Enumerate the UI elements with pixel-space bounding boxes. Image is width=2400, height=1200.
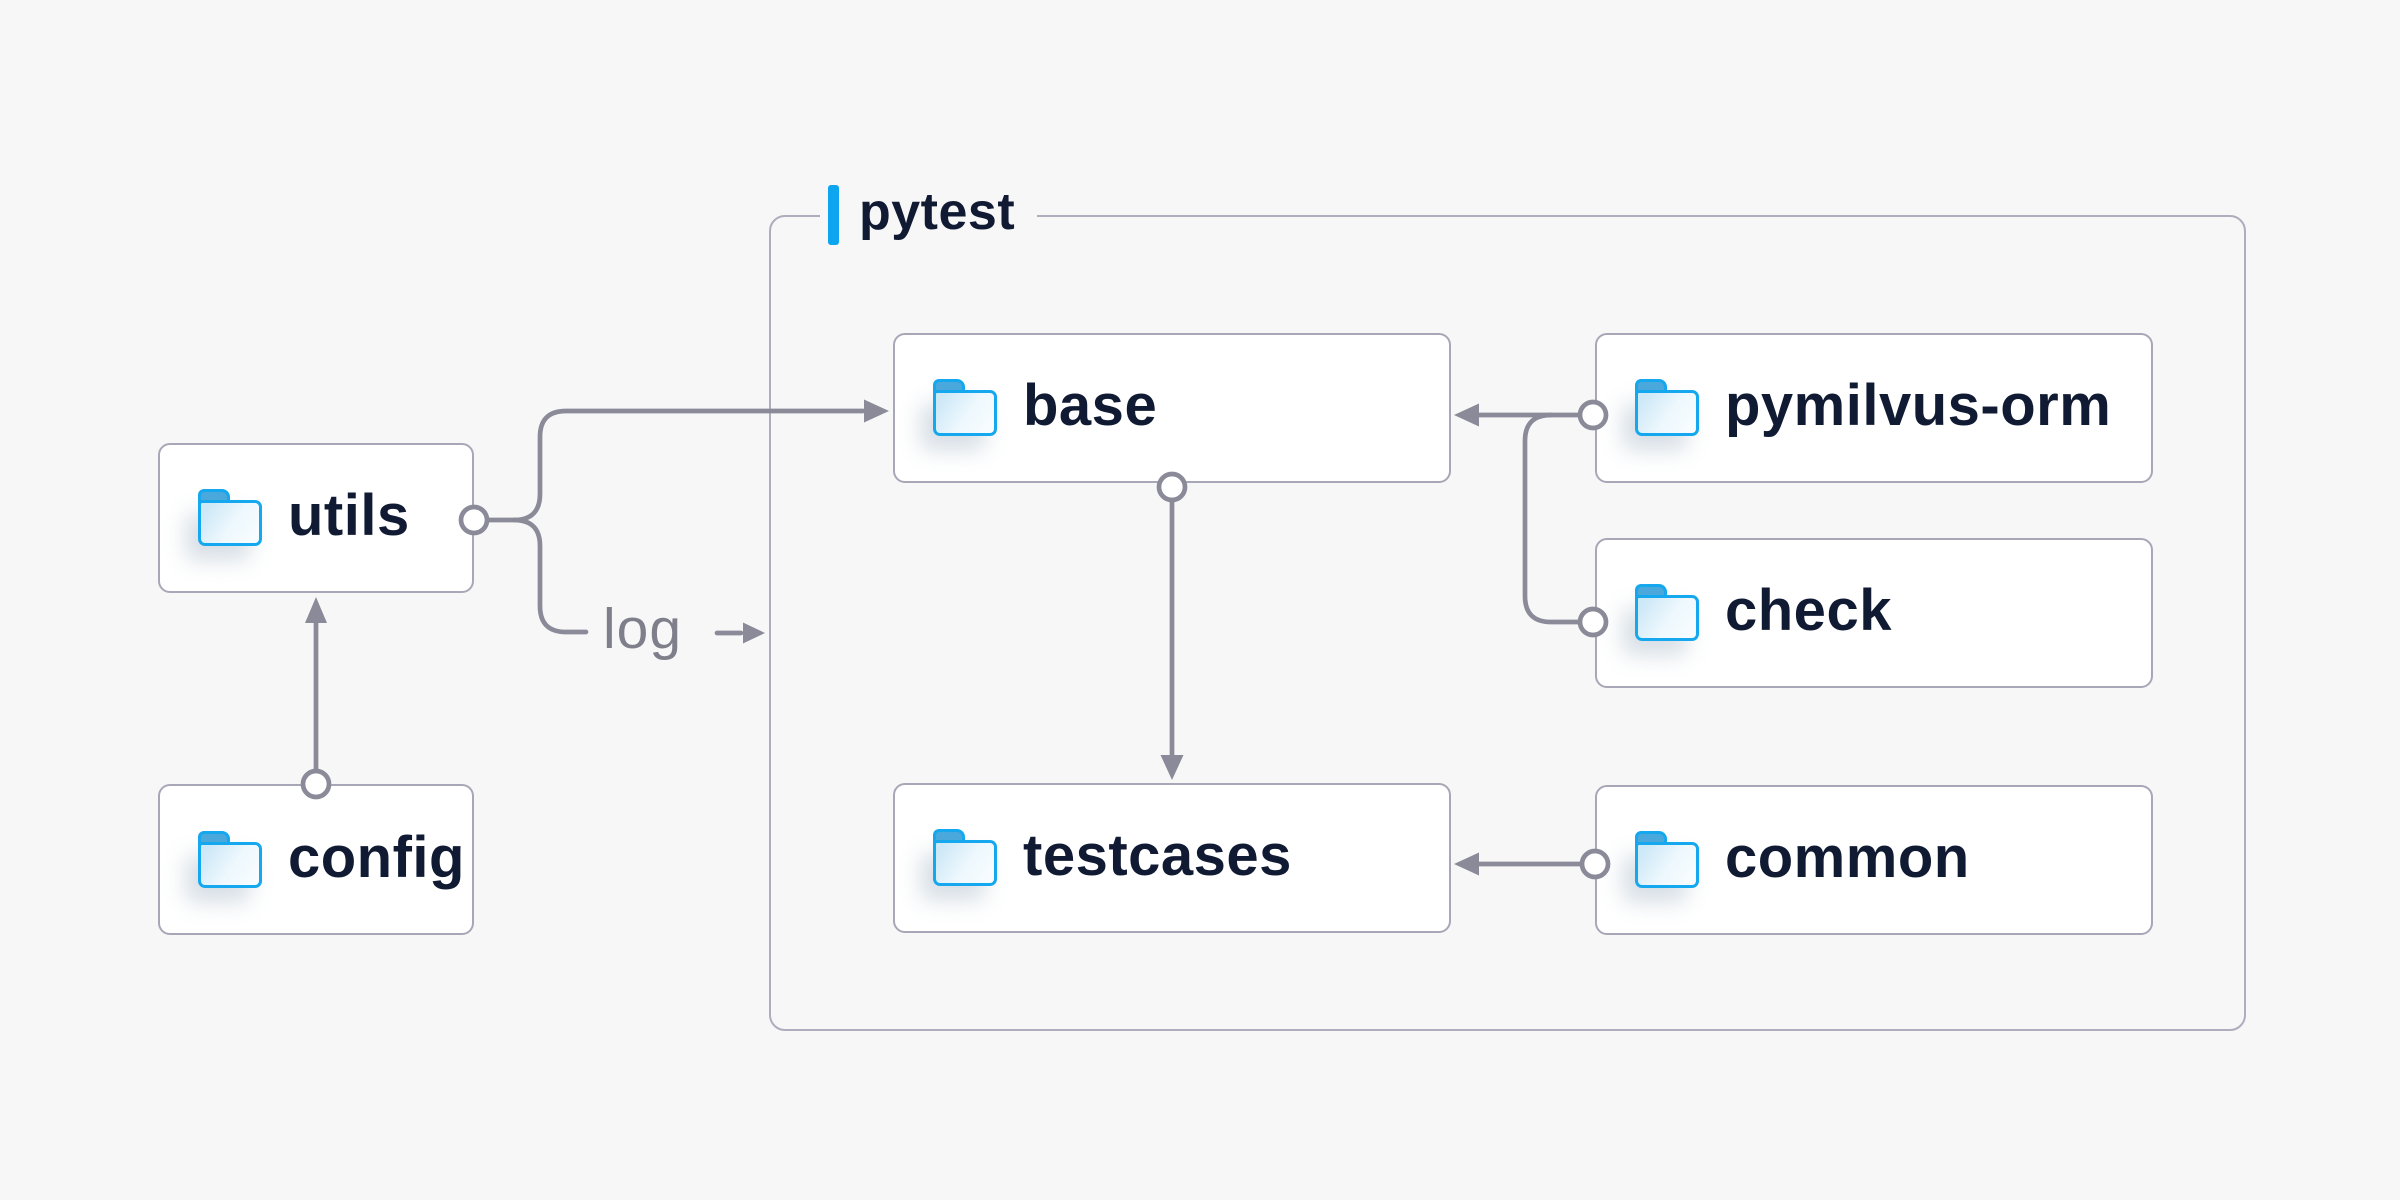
folder-icon bbox=[198, 830, 262, 889]
node-label-base: base bbox=[1023, 373, 1158, 438]
node-common: common bbox=[1595, 785, 2153, 935]
edge-config-utils bbox=[300, 597, 332, 800]
log-edge-label: log bbox=[603, 597, 683, 661]
node-base: base bbox=[893, 333, 1451, 483]
folder-body bbox=[198, 500, 262, 546]
node-label-utils: utils bbox=[288, 483, 410, 548]
group-title: pytest bbox=[859, 183, 1016, 241]
folder-icon bbox=[1635, 584, 1699, 642]
folder-icon bbox=[1635, 831, 1699, 889]
folder-body bbox=[933, 840, 997, 886]
node-testcases: testcases bbox=[893, 783, 1451, 933]
node-label-common: common bbox=[1725, 825, 1970, 890]
folder-body bbox=[1635, 390, 1699, 436]
accent-bar bbox=[828, 185, 839, 245]
folder-body bbox=[198, 841, 262, 888]
pytest-group-label: pytest bbox=[820, 182, 1038, 248]
node-utils: utils bbox=[158, 443, 474, 593]
folder-icon bbox=[198, 489, 262, 547]
node-pymilvus-orm: pymilvus-orm bbox=[1595, 333, 2153, 483]
folder-body bbox=[933, 390, 997, 436]
node-label-pymilvus-orm: pymilvus-orm bbox=[1725, 373, 2112, 438]
node-config: config bbox=[158, 784, 474, 935]
folder-body bbox=[1635, 595, 1699, 641]
node-check: check bbox=[1595, 538, 2153, 688]
folder-icon bbox=[933, 829, 997, 887]
node-label-config: config bbox=[288, 824, 465, 890]
node-label-testcases: testcases bbox=[1023, 823, 1292, 888]
folder-icon bbox=[933, 379, 997, 437]
folder-body bbox=[1635, 842, 1699, 888]
pytest-group-container bbox=[769, 215, 2246, 1031]
node-label-check: check bbox=[1725, 578, 1892, 643]
folder-icon bbox=[1635, 379, 1699, 437]
